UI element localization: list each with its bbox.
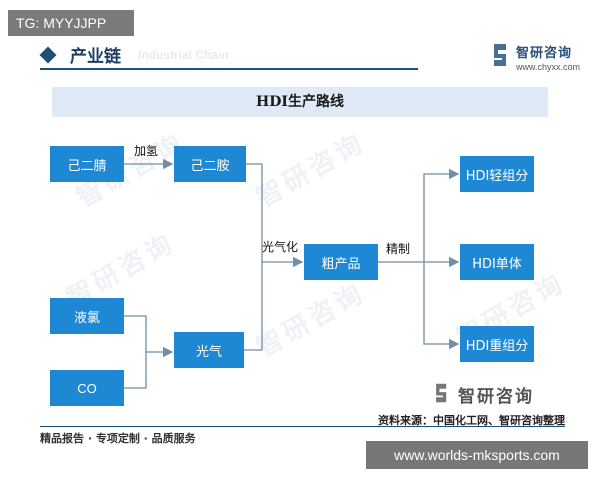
overlay-url: www.worlds-mksports.com [366, 441, 588, 469]
logo-url: www.chyxx.com [516, 62, 581, 72]
edge-heavy [423, 262, 460, 350]
logo-icon [494, 44, 506, 66]
section-divider [40, 68, 418, 70]
edge-co [124, 346, 174, 389]
brand-name: 智研咨询 [458, 387, 534, 407]
edge-liquid-chlorine [124, 315, 147, 352]
footer-slogan: 精品报告 · 专项定制 · 品质服务 [40, 432, 196, 445]
node-adiponitrile: 己二腈 [50, 146, 124, 182]
node-crude-product: 粗产品 [304, 244, 378, 280]
label-phosgenation: 光气化 [262, 240, 299, 254]
edge-light [423, 168, 460, 262]
node-hdi-heavy: HDI重组分 [460, 326, 534, 362]
section-title: 产业链 [70, 47, 121, 67]
node-hdi-monomer: HDI单体 [460, 244, 534, 280]
label-hydrogenation: 加氢 [134, 144, 159, 158]
logo-name: 智研咨询 [516, 46, 573, 61]
label-refining: 精制 [386, 242, 411, 256]
overlay-tag: TG: MYYJJPP [8, 10, 134, 36]
brand-logo-icon [436, 383, 447, 403]
node-liquid-chlorine: 液氯 [50, 298, 124, 334]
edge-diamine-merge [246, 163, 304, 268]
edge-phosgene-merge [244, 262, 263, 351]
footer-divider [40, 426, 565, 427]
diagram-title: HDI生产路线 [52, 87, 548, 117]
node-co: CO [50, 370, 124, 406]
source-note: 资料来源：中国化工网、智研咨询整理 [378, 414, 565, 427]
node-hexamethylenediamine: 己二胺 [174, 146, 246, 182]
node-phosgene: 光气 [174, 332, 244, 368]
section-watermark: Industrial Chain [138, 48, 229, 62]
node-hdi-light: HDI轻组分 [460, 156, 534, 192]
